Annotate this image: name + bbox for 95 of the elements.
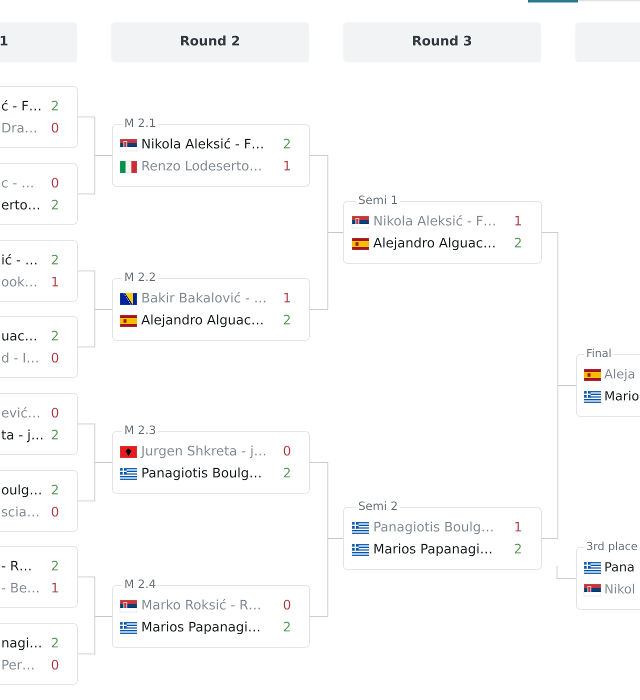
match-box: [112, 272, 310, 341]
column-header: 1: [0, 22, 78, 62]
connector: [541, 384, 576, 539]
match-label: M 2.1: [122, 118, 158, 130]
score: 2: [514, 544, 521, 554]
player-name: c - …: [2, 180, 33, 188]
score: 2: [52, 330, 58, 340]
match-box: [0, 162, 78, 225]
score: 2: [284, 468, 290, 478]
match-box: [0, 623, 78, 685]
score: 2: [284, 622, 290, 632]
score: 1: [515, 522, 521, 532]
match-box: [576, 540, 640, 610]
player-name: scia…: [2, 506, 38, 517]
player-name: Panagiotis Boulg…: [374, 522, 493, 534]
score: 1: [52, 582, 58, 592]
match-box: [112, 578, 310, 648]
score: 2: [52, 200, 58, 210]
score: 2: [284, 314, 290, 324]
player-name: Dra…: [2, 122, 36, 133]
score: 2: [52, 430, 58, 440]
player-name: d - I…: [2, 352, 38, 363]
score: 1: [284, 292, 290, 302]
player-name: ević…: [2, 407, 40, 418]
player-name: - Be…: [2, 582, 38, 593]
score: 1: [515, 216, 521, 226]
match-box: [0, 470, 78, 532]
match-label: Semi 1: [356, 194, 400, 208]
player-name: erto…: [2, 200, 40, 210]
column-header: Round 3: [343, 22, 542, 62]
score: 0: [284, 600, 290, 610]
player-name: Nikol: [605, 584, 634, 594]
match-box: [0, 393, 78, 455]
score: 0: [52, 122, 58, 133]
match-box: [0, 86, 78, 148]
player-name: uac…: [2, 333, 36, 341]
score: 0: [52, 506, 58, 517]
connector: [77, 154, 112, 194]
score: 2: [52, 638, 58, 648]
player-name: Marios Papanagi…: [142, 622, 260, 634]
player-name: Pana: [605, 562, 634, 572]
score: 2: [52, 100, 58, 110]
match-box: [343, 500, 542, 570]
score: 1: [52, 276, 58, 286]
match-label: M 2.4: [122, 578, 158, 592]
score: 2: [514, 238, 521, 248]
player-name: Mario: [605, 390, 638, 401]
score: 2: [284, 138, 290, 148]
score: 2: [52, 560, 58, 570]
score: 0: [52, 408, 58, 418]
player-name: ook…: [2, 276, 36, 287]
match-box: [576, 348, 640, 417]
score: 0: [52, 178, 58, 188]
player-name: Marios Papanagi…: [374, 544, 492, 556]
player-name: nagi…: [2, 638, 41, 650]
player-name: Marko Roksić - R…: [142, 599, 260, 610]
connector: [309, 538, 344, 617]
player-name: - R…: [2, 560, 31, 570]
connector: [77, 616, 112, 654]
score: 0: [284, 446, 290, 456]
player-name: ić - …: [2, 254, 36, 265]
score: 1: [284, 160, 290, 170]
match-box: [343, 194, 542, 264]
match-box: [0, 546, 78, 608]
match-label: Final: [584, 348, 614, 360]
match-label: M 2.3: [122, 424, 158, 438]
player-name: ć - F…: [2, 100, 40, 111]
score: 0: [52, 660, 58, 670]
player-name: Renzo Lodeserto…: [142, 160, 261, 171]
match-box: [112, 424, 310, 494]
player-name: Nikola Aleksić - F…: [374, 215, 495, 226]
match-label: 3rd place: [584, 540, 640, 554]
match-label: Semi 2: [356, 500, 400, 514]
player-name: Per…: [2, 660, 34, 670]
score: 2: [52, 254, 58, 264]
connector: [77, 308, 112, 348]
score: 0: [52, 352, 58, 363]
connector: [309, 232, 344, 310]
score: 2: [52, 484, 58, 494]
connector: [556, 566, 576, 579]
match-box: [0, 240, 78, 302]
player-name: Jurgen Shkreta - j…: [140, 446, 266, 458]
player-name: oulg…: [2, 484, 41, 498]
connector: [77, 462, 112, 502]
match-box: [112, 118, 310, 187]
player-name: Aleja: [604, 368, 634, 381]
player-name: Panagiotis Boulg…: [142, 468, 261, 480]
player-name: Alejandro Alguac…: [373, 238, 495, 250]
player-name: Bakir Bakalović - …: [142, 292, 266, 303]
column-header: Round 2: [111, 22, 310, 62]
match-box: [0, 316, 78, 378]
player-name: ta - j…: [2, 430, 42, 442]
player-name: Alejandro Alguac…: [141, 314, 263, 328]
match-label: M 2.2: [122, 272, 158, 284]
player-name: Nikola Aleksić - F…: [142, 138, 263, 149]
